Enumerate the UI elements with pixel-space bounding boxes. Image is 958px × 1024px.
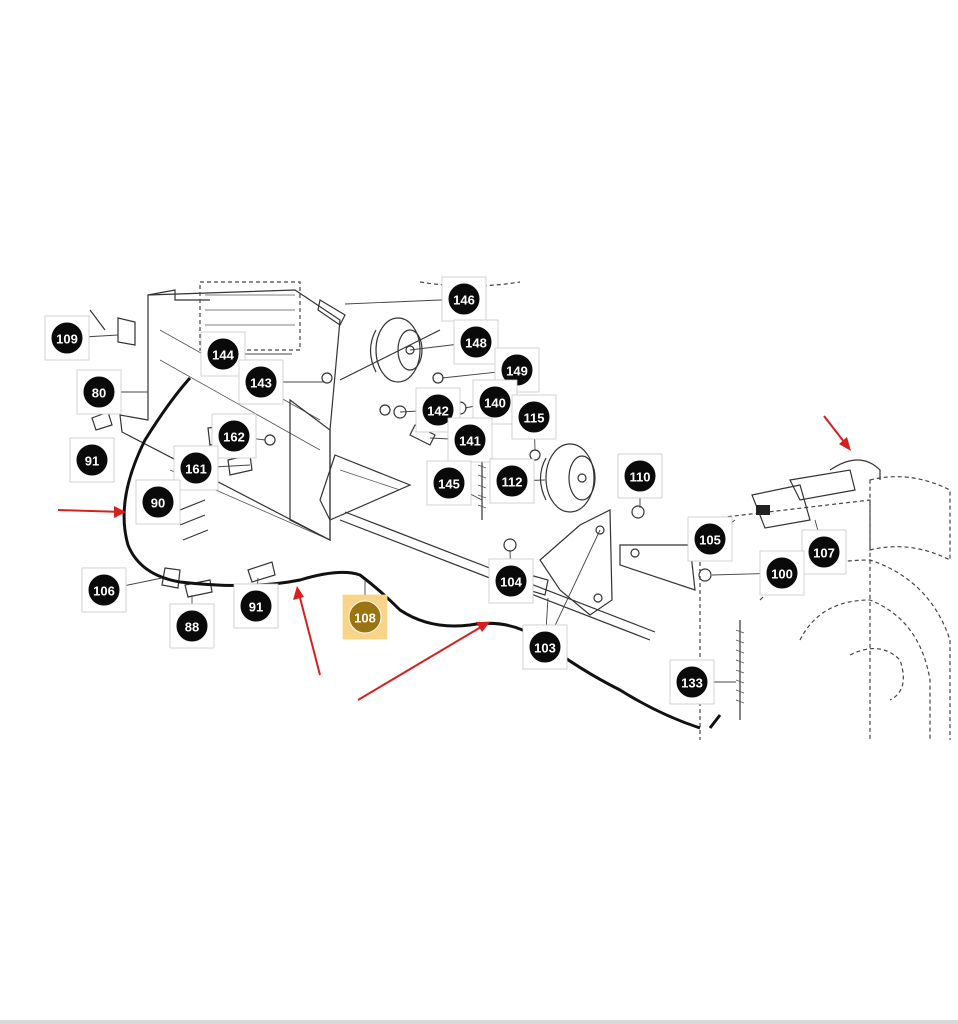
callout-161: 161 — [173, 445, 219, 491]
callout-label: 148 — [465, 336, 487, 351]
arrow-left — [57, 506, 126, 518]
control-handle — [751, 459, 881, 529]
callout-105: 105 — [687, 516, 733, 562]
callout-label: 161 — [185, 462, 207, 477]
callout-label: 90 — [151, 496, 165, 511]
callout-106: 106 — [81, 567, 127, 613]
machine-line-art — [89, 281, 951, 740]
callout-label: 143 — [250, 376, 272, 391]
callout-label: 109 — [56, 332, 78, 347]
callout-108: 108 — [342, 594, 388, 640]
callout-circle — [421, 393, 455, 427]
upper-pulley — [339, 317, 441, 383]
callout-label: 112 — [502, 475, 523, 490]
callout-88: 88 — [169, 603, 215, 649]
callout-circle — [623, 459, 657, 493]
idler-pulley — [539, 443, 596, 513]
callout-circle — [75, 443, 109, 477]
callout-label: 107 — [813, 546, 835, 561]
indicator-arrows — [57, 415, 851, 701]
callout-110: 110 — [617, 453, 663, 499]
callout-label: 105 — [699, 533, 721, 548]
callout-104: 104 — [488, 558, 534, 604]
callout-label: 146 — [453, 293, 475, 308]
callout-label: 162 — [223, 430, 245, 445]
callout-circle — [141, 485, 175, 519]
callout-circle — [693, 522, 727, 556]
callout-circle — [50, 321, 84, 355]
callout-circle — [206, 337, 240, 371]
page-bottom-border — [0, 1020, 958, 1024]
callout-112: 112 — [489, 458, 535, 504]
callout-circle — [459, 325, 493, 359]
callout-91b: 91 — [233, 583, 279, 629]
callout-circle — [675, 665, 709, 699]
callout-141: 141 — [447, 417, 493, 463]
fasteners — [89, 299, 645, 598]
callout-circle — [217, 419, 251, 453]
callout-148: 148 — [453, 319, 499, 365]
callout-circle — [494, 564, 528, 598]
callout-circle — [453, 423, 487, 457]
callout-circle — [447, 282, 481, 316]
callout-label: 108 — [354, 611, 376, 626]
callout-circle — [478, 385, 512, 419]
callout-label: 142 — [427, 404, 449, 419]
callout-140: 140 — [472, 379, 518, 425]
callout-circle — [765, 556, 799, 590]
callout-label: 110 — [630, 470, 651, 485]
callout-label: 141 — [459, 434, 481, 449]
callout-label: 91 — [85, 454, 99, 469]
callout-circle — [517, 400, 551, 434]
callout-103: 103 — [522, 624, 568, 670]
callout-circle — [528, 630, 562, 664]
callout-label: 91 — [249, 600, 263, 615]
callout-circle — [244, 365, 278, 399]
callout-109: 109 — [44, 315, 90, 361]
callout-115: 115 — [511, 394, 557, 440]
callout-circle — [82, 375, 116, 409]
control-cable — [122, 376, 701, 730]
callout-80: 80 — [76, 369, 122, 415]
callout-162: 162 — [211, 413, 257, 459]
callout-label: 100 — [771, 567, 793, 582]
callout-circle — [175, 609, 209, 643]
callout-circle — [432, 466, 466, 500]
callout-90: 90 — [135, 479, 181, 525]
callout-label: 103 — [534, 641, 556, 656]
callout-label: 80 — [92, 386, 106, 401]
part-callouts: 109 80 91 144 143 162 161 90 146 148 149 142 140 141 1… — [44, 276, 847, 705]
callout-144: 144 — [200, 331, 246, 377]
callout-91a: 91 — [69, 437, 115, 483]
callout-label: 149 — [506, 364, 528, 379]
callout-107: 107 — [801, 529, 847, 575]
callout-label: 145 — [438, 477, 460, 492]
arrow-top-right — [823, 415, 851, 451]
callout-circle — [87, 573, 121, 607]
callout-label: 88 — [185, 620, 199, 635]
callout-label: 104 — [500, 575, 522, 590]
callout-circle — [807, 535, 841, 569]
callout-circle — [239, 589, 273, 623]
callout-label: 133 — [681, 676, 703, 691]
callout-143: 143 — [238, 359, 284, 405]
callout-146: 146 — [441, 276, 487, 322]
callout-145: 145 — [426, 460, 472, 506]
callout-circle — [495, 464, 529, 498]
callout-133: 133 — [669, 659, 715, 705]
callout-circle — [348, 600, 382, 634]
arrow-bottom-left — [293, 586, 321, 676]
callout-100: 100 — [759, 550, 805, 596]
callout-label: 115 — [524, 411, 545, 426]
callout-circle — [179, 451, 213, 485]
callout-label: 140 — [484, 396, 506, 411]
callout-label: 144 — [212, 348, 234, 363]
callout-label: 106 — [93, 584, 115, 599]
arrow-bottom-center — [357, 622, 490, 701]
